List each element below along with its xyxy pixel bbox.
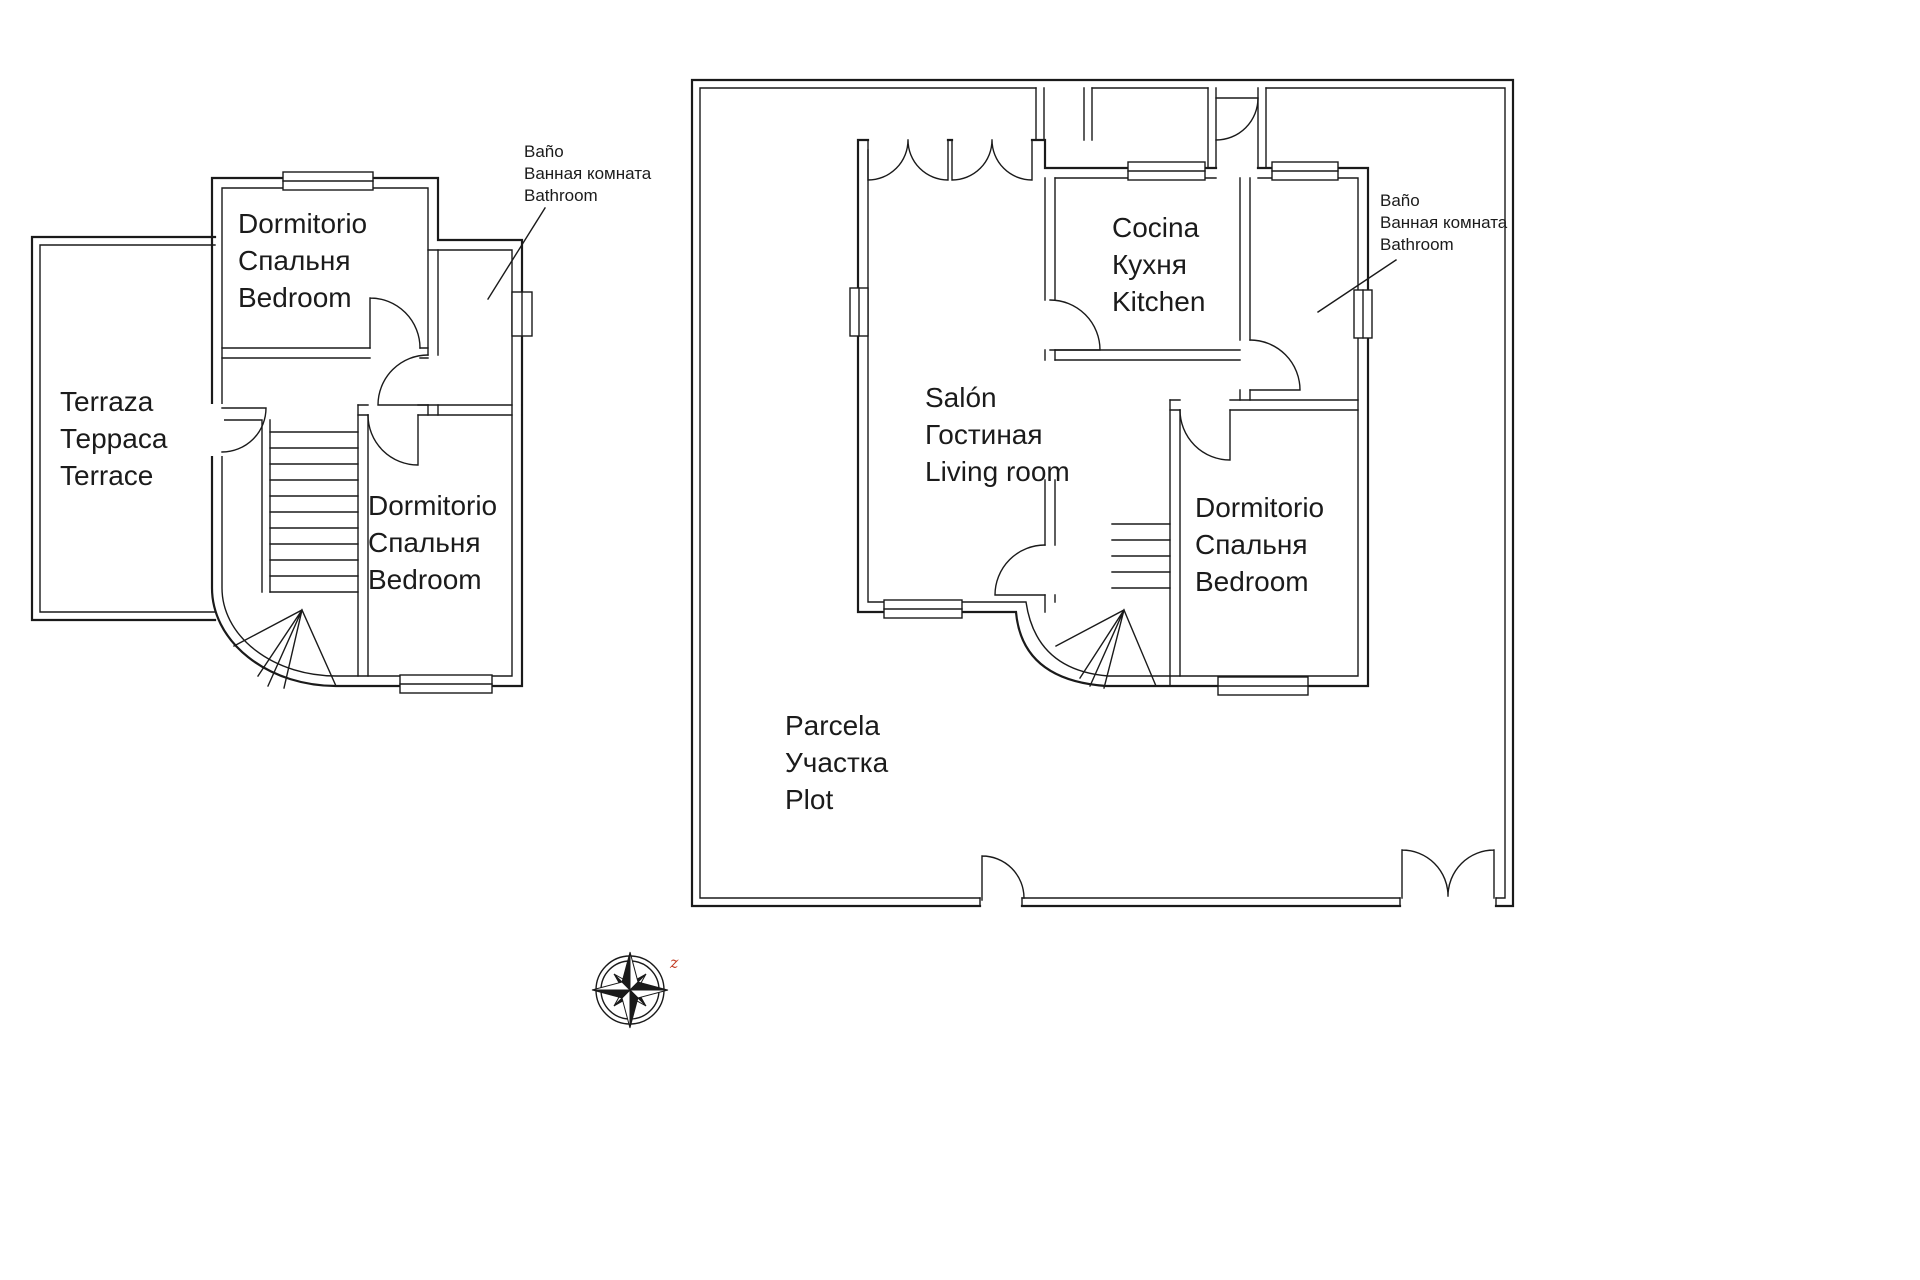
label-plot: Parcela Участка Plot: [785, 710, 889, 815]
label-terrace: Terraza Терраса Terrace: [60, 386, 168, 491]
label-first-floor-bathroom: Baño Ванная комната Bathroom: [524, 142, 652, 206]
compass-rose: z: [591, 951, 679, 1029]
label-ground-floor-bedroom: Dormitorio Спальня Bedroom: [1195, 492, 1325, 597]
label-living-room: Salón Гостиная Living room: [925, 382, 1070, 487]
label-first-floor-bedroom-bottom: Dormitorio Спальня Bedroom: [368, 490, 498, 595]
ground-floor-plan: [690, 78, 1515, 908]
stairs: [1055, 523, 1171, 689]
window-symbols: [849, 161, 1373, 696]
window-symbols: [282, 171, 533, 694]
porch-double-doors: [867, 139, 1033, 181]
door-arcs: [208, 297, 429, 466]
bathroom-leader-line: [487, 207, 546, 300]
entry-passage-walls: [1035, 87, 1267, 169]
label-first-floor-bedroom-top: Dormitorio Спальня Bedroom: [238, 208, 368, 313]
first-floor-plan: [30, 171, 546, 694]
ground-floor-interior-walls: [1044, 177, 1359, 687]
label-kitchen: Cocina Кухня Kitchen: [1112, 212, 1206, 317]
plot-boundary: [690, 78, 1515, 908]
gate-symbols: [981, 849, 1495, 901]
bathroom-leader-line: [1317, 259, 1397, 313]
label-ground-floor-bathroom: Baño Ванная комната Bathroom: [1380, 191, 1508, 255]
compass-north-label: z: [669, 953, 679, 972]
terrace-outline: [30, 235, 217, 622]
first-floor-exterior-walls: [210, 176, 524, 688]
stairs: [233, 431, 359, 689]
door-arcs: [994, 299, 1301, 596]
